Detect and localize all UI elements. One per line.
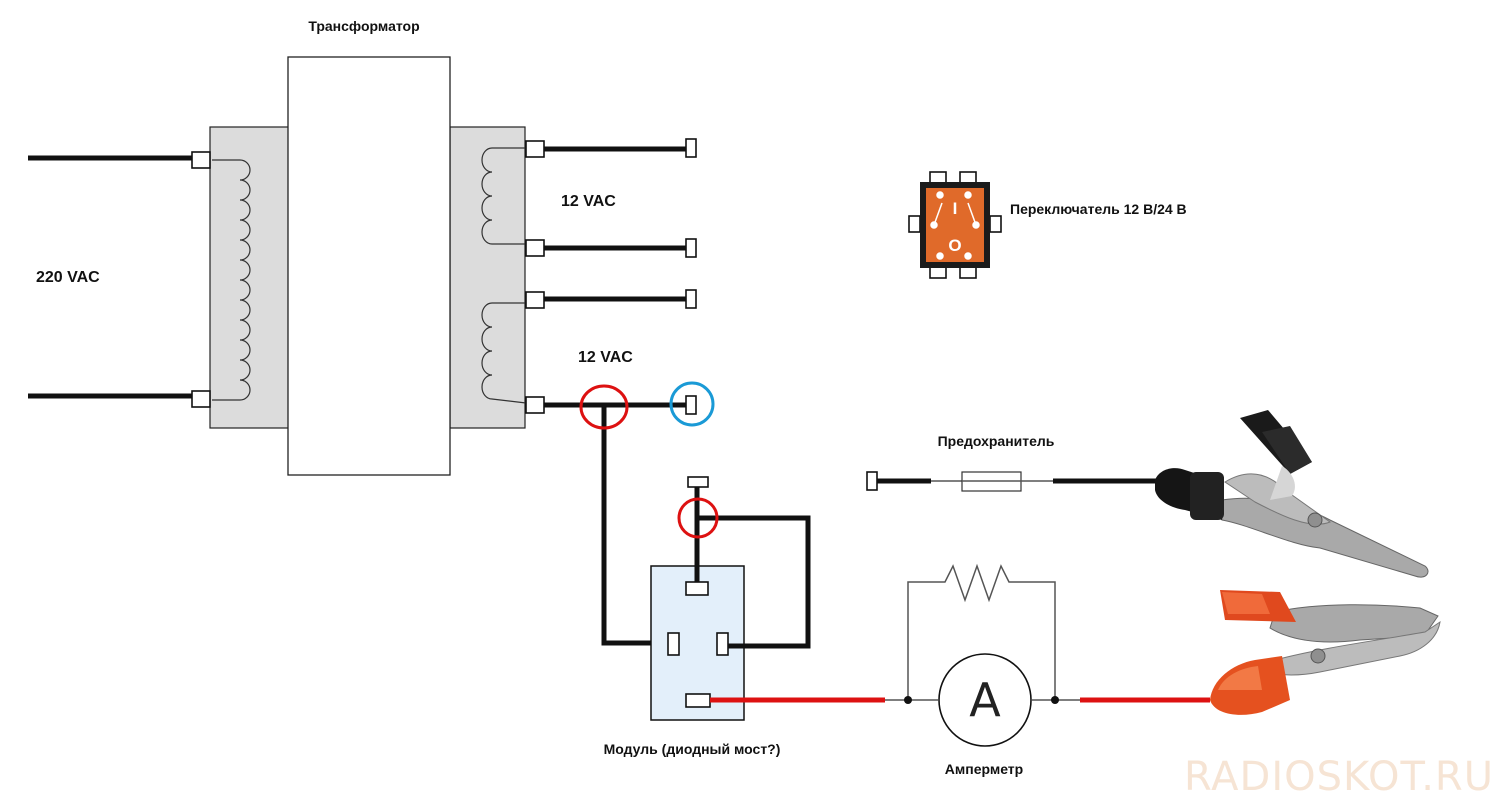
primary-winding-block — [209, 126, 291, 429]
black-alligator-clip-icon — [1155, 410, 1429, 578]
module-loop-wire — [697, 515, 811, 649]
secondary-terminal-2 — [525, 239, 545, 257]
secondary-voltage-label-2: 12 VAC — [578, 349, 633, 366]
module-label: Модуль (диодный мост?) — [604, 741, 781, 757]
wire-end-terminal-1 — [685, 138, 697, 158]
transformer-label: Трансформатор — [308, 18, 419, 34]
switch-tab-left — [908, 215, 921, 233]
secondary-terminal-3 — [525, 291, 545, 309]
switch-label: Переключатель 12 В/24 В — [1010, 201, 1187, 217]
ac-wire-to-module — [601, 405, 668, 646]
primary-coil — [212, 159, 251, 401]
secondary-coil-2 — [481, 302, 527, 404]
transformer — [191, 56, 545, 476]
primary-voltage-label: 220 VAC — [36, 269, 100, 286]
wire-end-terminal-3 — [685, 289, 697, 309]
module-terminal-right — [716, 632, 729, 656]
blue-terminal-marker — [669, 381, 715, 427]
module-terminal-left — [667, 632, 680, 656]
switch-tab-top-right — [959, 171, 977, 184]
module-terminal-bottom — [685, 693, 711, 708]
watermark: RADIOSKOT.RU — [1184, 754, 1494, 800]
secondary-voltage-label-1: 12 VAC — [561, 193, 616, 210]
secondary-terminal-1 — [525, 140, 545, 158]
primary-terminal-bottom — [191, 390, 211, 408]
junction-dot-left — [904, 696, 912, 704]
secondary-terminal-4 — [525, 396, 545, 414]
switch-12-24: I O — [908, 171, 1002, 279]
secondary-winding-block — [449, 126, 526, 429]
red-alligator-clip-icon — [1210, 590, 1441, 715]
junction-dot-right — [1051, 696, 1059, 704]
fuse-assembly — [866, 471, 1160, 492]
switch-contacts — [930, 191, 980, 260]
switch-tab-bottom-right — [959, 266, 977, 279]
secondary-coil-1 — [481, 147, 526, 245]
switch-off-symbol: O — [948, 236, 961, 255]
fuse-label: Предохранитель — [938, 433, 1055, 449]
ammeter-dial — [938, 653, 1032, 747]
ammeter-assembly: A — [885, 563, 1080, 747]
module-terminal-top — [685, 581, 709, 596]
switch-tab-top-left — [929, 171, 947, 184]
wire-end-terminal-4 — [685, 395, 697, 415]
module-top-wire-end — [687, 476, 709, 488]
switch-on-symbol: I — [953, 199, 958, 218]
ammeter-label: Амперметр — [945, 761, 1023, 777]
red-junction-marker-1 — [579, 384, 629, 430]
primary-terminal-top — [191, 151, 211, 169]
fuse-input-terminal — [866, 471, 878, 491]
red-junction-marker-2 — [677, 497, 719, 539]
ammeter-symbol: A — [969, 673, 1001, 727]
switch-tab-right — [989, 215, 1002, 233]
transformer-core — [287, 56, 451, 476]
shunt-resistor — [907, 563, 1056, 700]
switch-tab-bottom-left — [929, 266, 947, 279]
wire-end-terminal-2 — [685, 238, 697, 258]
diode-bridge-module — [650, 565, 745, 721]
